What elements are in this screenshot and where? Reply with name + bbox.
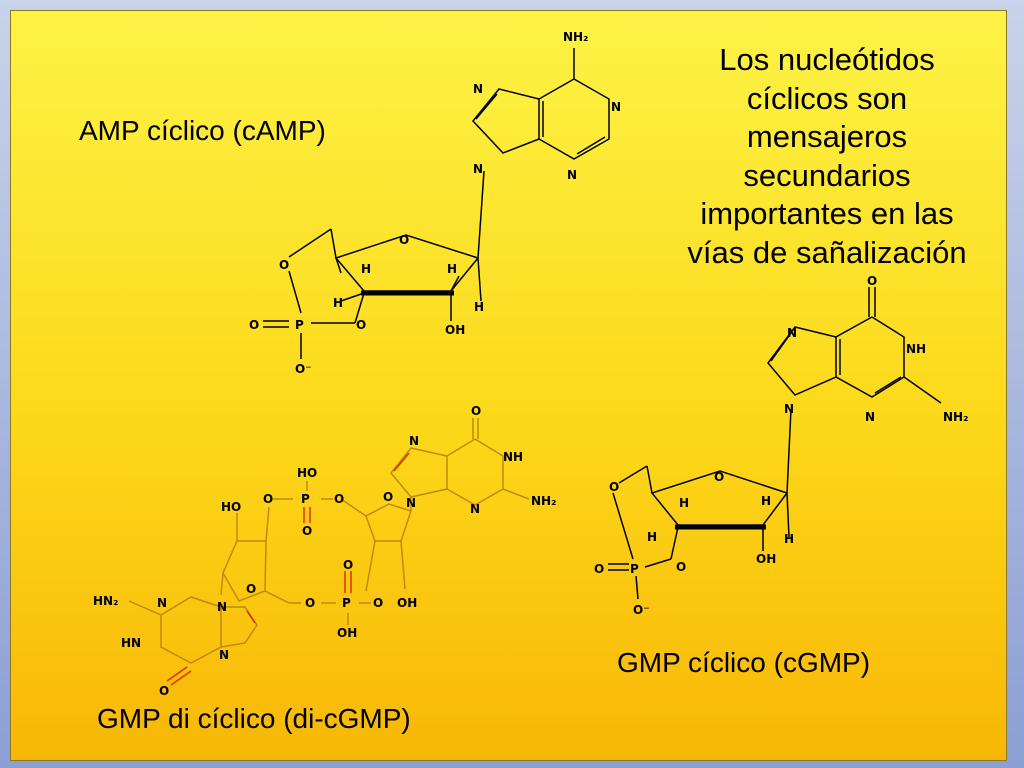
dicgmp-atom: P: [301, 492, 310, 506]
headline-line: mensajeros: [746, 119, 908, 154]
cgmp-atom: H: [761, 494, 771, 508]
cgmp-atom: O: [594, 562, 604, 576]
slide-canvas: AMP cíclico (cAMP) GMP cíclico (cGMP) GM…: [10, 10, 1007, 761]
camp-structure: NH₂ N N N N O O O P O O⁻ H H H H OH: [249, 30, 621, 376]
cgmp-atom: OH: [756, 552, 776, 566]
dicgmp-atom: O: [383, 490, 393, 504]
cgmp-atom: O: [609, 480, 619, 494]
dicgmp-atom: N: [470, 502, 480, 516]
cgmp-bonds: [608, 287, 942, 600]
dicgmp-atom: OH: [397, 596, 417, 610]
dicgmp-atom: HO: [297, 466, 317, 480]
dicgmp-atom: O: [305, 596, 315, 610]
camp-atom: N: [473, 82, 483, 96]
camp-atom: H: [361, 262, 371, 276]
cgmp-atom: NH₂: [943, 410, 968, 424]
headline-line: importantes en las: [700, 196, 954, 231]
camp-atom: NH₂: [563, 30, 588, 44]
camp-atom: O: [399, 233, 409, 247]
cgmp-atom: O: [676, 560, 686, 574]
dicgmp-atom: O: [263, 492, 273, 506]
cgmp-atom: O: [714, 470, 724, 484]
dicgmp-atom: HO: [221, 500, 241, 514]
dicgmp-atom: N: [409, 434, 419, 448]
dicgmp-atom: O: [159, 684, 169, 698]
camp-atom: O: [249, 318, 259, 332]
camp-atom: O: [356, 318, 366, 332]
camp-atom: O⁻: [295, 362, 312, 376]
cgmp-atom: N: [787, 326, 797, 340]
headline-line: secundarios: [743, 157, 911, 193]
headline-line: cíclicos son: [746, 80, 908, 116]
camp-atom: N: [567, 168, 577, 182]
camp-atom: OH: [445, 323, 465, 337]
dicgmp-atom: NH₂: [531, 494, 556, 508]
camp-atom: O: [279, 258, 289, 272]
dicgmp-atom: O: [343, 558, 353, 572]
dicgmp-atom: O: [471, 404, 481, 418]
camp-atom: N: [473, 162, 483, 176]
camp-atom: H: [333, 296, 343, 310]
cgmp-atom: H: [647, 530, 657, 544]
dicgmp-atom: HN: [121, 636, 141, 650]
dicgmp-label: GMP di cíclico (di-cGMP): [97, 703, 411, 734]
dicgmp-atom: OH: [337, 626, 357, 640]
cgmp-atom: N: [784, 402, 794, 416]
cgmp-atom: P: [630, 562, 639, 576]
headline-text: Los nucleótidos cíclicos son mensajeros …: [651, 41, 1003, 272]
cgmp-atom: H: [784, 532, 794, 546]
cgmp-atom: N: [865, 410, 875, 424]
dicgmp-atom: HN₂: [93, 594, 118, 608]
dicgmp-atom: N: [406, 496, 416, 510]
cgmp-atom: NH: [906, 342, 926, 356]
camp-atom-labels: NH₂ N N N N O O O P O O⁻ H H H H OH: [249, 30, 621, 376]
cgmp-atom: O: [867, 274, 877, 288]
dicgmp-atom: O: [334, 492, 344, 506]
camp-bonds: [263, 48, 610, 359]
cgmp-atom: H: [679, 496, 689, 510]
dicgmp-structure: O NH N N NH₂ N O HO P O O O HO O O P O O…: [93, 404, 556, 698]
dicgmp-atom: O: [246, 582, 256, 596]
dicgmp-bonds: [128, 418, 530, 686]
cgmp-atom: O⁻: [633, 603, 650, 617]
dicgmp-atom: N: [157, 596, 167, 610]
cgmp-structure: O NH N N NH₂ N O O O P O O⁻ H H H H OH: [594, 274, 968, 617]
dicgmp-atom: P: [342, 596, 351, 610]
headline-line: Los nucleótidos: [719, 42, 935, 77]
headline-line: vías de sañalización: [687, 234, 967, 270]
camp-atom: H: [474, 300, 484, 314]
dicgmp-atom: N: [217, 600, 227, 614]
camp-atom: H: [447, 262, 457, 276]
cgmp-atom-labels: O NH N N NH₂ N O O O P O O⁻ H H H H OH: [594, 274, 968, 617]
dicgmp-atom: O: [373, 596, 383, 610]
camp-atom: N: [611, 100, 621, 114]
camp-label: AMP cíclico (cAMP): [79, 115, 326, 146]
cgmp-label: GMP cíclico (cGMP): [617, 647, 871, 678]
dicgmp-atom: O: [302, 524, 312, 538]
dicgmp-atom: NH: [503, 450, 523, 464]
dicgmp-atom-labels: O NH N N NH₂ N O HO P O O O HO O O P O O…: [93, 404, 556, 698]
dicgmp-atom: N: [219, 648, 229, 662]
camp-atom: P: [295, 318, 304, 332]
